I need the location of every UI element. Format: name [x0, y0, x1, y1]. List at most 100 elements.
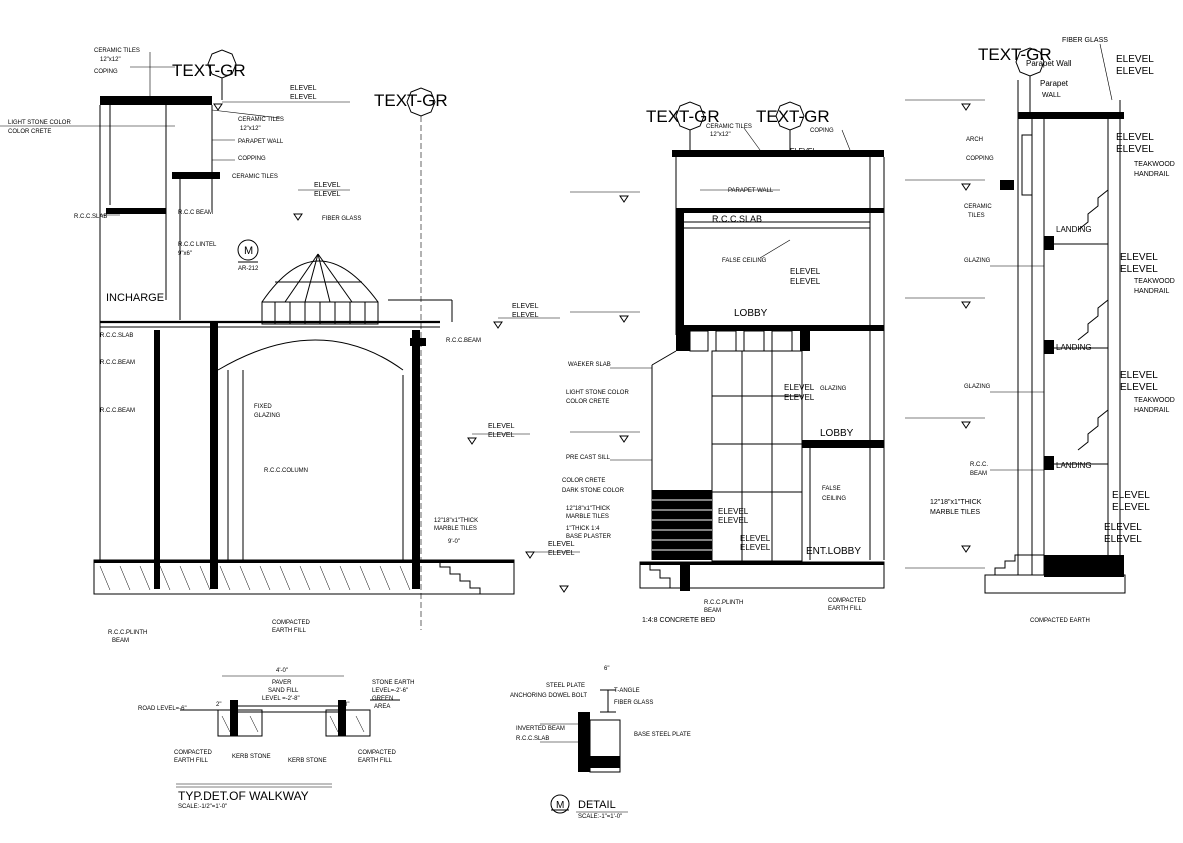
label-stone-earth: STONE EARTH: [372, 680, 414, 686]
right-section: [905, 43, 1126, 594]
label-marble-tiles-r: MARBLE TILES: [930, 509, 980, 516]
label-elevel-5a: ELEVEL: [548, 541, 575, 548]
label-parapet-wall-small: PARAPET WALL: [238, 139, 284, 145]
left-section: [0, 49, 580, 630]
label-landing-1: LANDING: [1056, 225, 1092, 234]
label-m-symbol-1: M: [244, 245, 253, 257]
label-false-2: FALSE: [822, 486, 841, 492]
label-elevel-r2b: ELEVEL: [1116, 144, 1154, 155]
label-paver: PAVER: [272, 680, 292, 686]
walkway-scale: SCALE:-1/2"=1'-0": [178, 804, 227, 810]
label-text-gr-3: TEXT-GR: [646, 107, 720, 126]
label-elevel-5b: ELEVEL: [548, 550, 575, 557]
label-dim-9-0: 9'-0": [448, 539, 460, 545]
label-dim-8: 8": [344, 702, 349, 708]
label-compacted-3: COMPACTED: [174, 750, 213, 756]
label-m-symbol-2: M: [556, 800, 564, 811]
label-false-ceiling: FALSE CEILING: [722, 258, 767, 264]
label-thick: 1"THICK 1:4: [566, 526, 600, 532]
label-glazing-1: GLAZING: [254, 413, 281, 419]
label-elevel-r5a: ELEVEL: [1112, 490, 1150, 501]
label-anchoring-bolt: ANCHORING DOWEL BOLT: [510, 693, 587, 699]
label-elevel-10a: ELEVEL: [740, 534, 771, 543]
label-compacted-4: COMPACTED: [358, 750, 397, 756]
label-text-gr-1: TEXT-GR: [172, 61, 246, 80]
label-ceramic-r: CERAMIC: [964, 204, 992, 210]
walkway-title: TYP.DET.OF WALKWAY: [178, 789, 309, 803]
label-rcc-beam-1: R.C.C BEAM: [178, 210, 213, 216]
label-road-level: ROAD LEVEL=-6": [138, 706, 187, 712]
label-rcc-plinth-2: R.C.C.PLINTH: [704, 600, 743, 606]
label-earth-fill-1: EARTH FILL: [272, 628, 307, 634]
label-dim-6: 6": [604, 666, 609, 672]
label-glazing-r2: GLAZING: [964, 384, 991, 390]
label-color-crete: COLOR CRETE: [8, 129, 51, 135]
label-kerb-stone-2: KERB STONE: [288, 758, 327, 764]
label-m-ref-1: AR-212: [238, 266, 259, 272]
label-elevel-r4b: ELEVEL: [1120, 382, 1158, 393]
label-handrail-2: HANDRAIL: [1134, 288, 1170, 295]
label-landing-3: LANDING: [1056, 461, 1092, 470]
label-beam-r: BEAM: [970, 471, 987, 477]
label-glazing-2: GLAZING: [820, 386, 847, 392]
label-light-stone-color: LIGHT STONE COLOR: [8, 120, 71, 126]
label-fiber-glass-1: FIBER GLASS: [322, 216, 361, 222]
label-elevel-10b: ELEVEL: [740, 543, 771, 552]
label-rcc-slab-1: R.C.C.SLAB: [74, 214, 107, 220]
label-handrail-1: HANDRAIL: [1134, 171, 1170, 178]
label-parapet: Parapet: [1040, 79, 1069, 88]
label-dark-stone: DARK STONE COLOR: [562, 488, 625, 494]
label-elevel-4a: ELEVEL: [488, 423, 515, 430]
label-lobby-2: LOBBY: [820, 428, 854, 439]
label-elevel-4b: ELEVEL: [488, 432, 515, 439]
label-rcc-slab-2: R.C.C.SLAB: [100, 333, 133, 339]
label-elevel-r6b: ELEVEL: [1104, 534, 1142, 545]
label-arch: ARCH: [966, 137, 983, 143]
label-fiber-glass-d: FIBER GLASS: [614, 700, 653, 706]
label-rcc-r: R.C.C.: [970, 462, 988, 468]
label-color-crete-3: COLOR CRETE: [562, 478, 605, 484]
label-marble-size-2: 12"18"x1"THICK: [566, 506, 610, 512]
middle-section: [570, 101, 885, 591]
label-green: GREEN: [372, 696, 393, 702]
label-parapet-wall-r: Parapet Wall: [1026, 59, 1072, 68]
label-teakwood-3: TEAKWOOD: [1134, 397, 1175, 404]
label-color-crete-2: COLOR CRETE: [566, 399, 609, 405]
label-text-gr-5: TEXT-GR: [978, 45, 1052, 64]
label-compacted-earth-r: COMPACTED EARTH: [1030, 618, 1090, 624]
label-earth-fill-4: EARTH FILL: [358, 758, 393, 764]
label-base-plaster: BASE PLASTER: [566, 534, 612, 540]
label-rcc-slab-d: R.C.C.SLAB: [516, 736, 549, 742]
label-elevel-1b: ELEVEL: [290, 94, 317, 101]
label-lintel-size: 9"x6": [178, 251, 192, 257]
walkway-detail: [176, 675, 400, 788]
label-steel-plate: STEEL PLATE: [546, 683, 585, 689]
label-ceramic-tiles-3: CERAMIC TILES: [232, 174, 278, 180]
label-walker-slab: WAEKER SLAB: [568, 362, 611, 368]
label-dim-4-0: 4'-0": [276, 668, 288, 674]
label-kerb-stone-1: KERB STONE: [232, 754, 271, 760]
label-text-gr-2: TEXT-GR: [374, 91, 448, 110]
label-elevel-r2a: ELEVEL: [1116, 132, 1154, 143]
label-text-gr-4: TEXT-GR: [756, 107, 830, 126]
label-glazing-r1: GLAZING: [964, 258, 991, 264]
label-incharge: INCHARGE: [106, 292, 164, 304]
label-marble-tiles-1: MARBLE TILES: [434, 526, 477, 532]
label-ceiling-2: CEILING: [822, 496, 846, 502]
label-concrete-bed: 1:4:8 CONCRETE BED: [642, 617, 715, 624]
label-elevel-r6a: ELEVEL: [1104, 522, 1142, 533]
m-detail-title: DETAIL: [578, 799, 616, 811]
label-elevel-r1a: ELEVEL: [1116, 54, 1154, 65]
label-elevel-3b: ELEVEL: [512, 312, 539, 319]
label-fixed: FIXED: [254, 404, 272, 410]
label-elevel-2b: ELEVEL: [314, 191, 341, 198]
label-earth-fill-2: EARTH FILL: [828, 606, 863, 612]
label-copping-2: COPPING: [966, 156, 994, 162]
label-fiber-glass-2: FIBER GLASS: [1062, 37, 1108, 44]
label-elevel-r3a: ELEVEL: [1120, 252, 1158, 263]
label-elevel-r4a: ELEVEL: [1120, 370, 1158, 381]
label-inverted-beam: INVERTED BEAM: [516, 726, 565, 732]
label-earth-fill-3: EARTH FILL: [174, 758, 209, 764]
